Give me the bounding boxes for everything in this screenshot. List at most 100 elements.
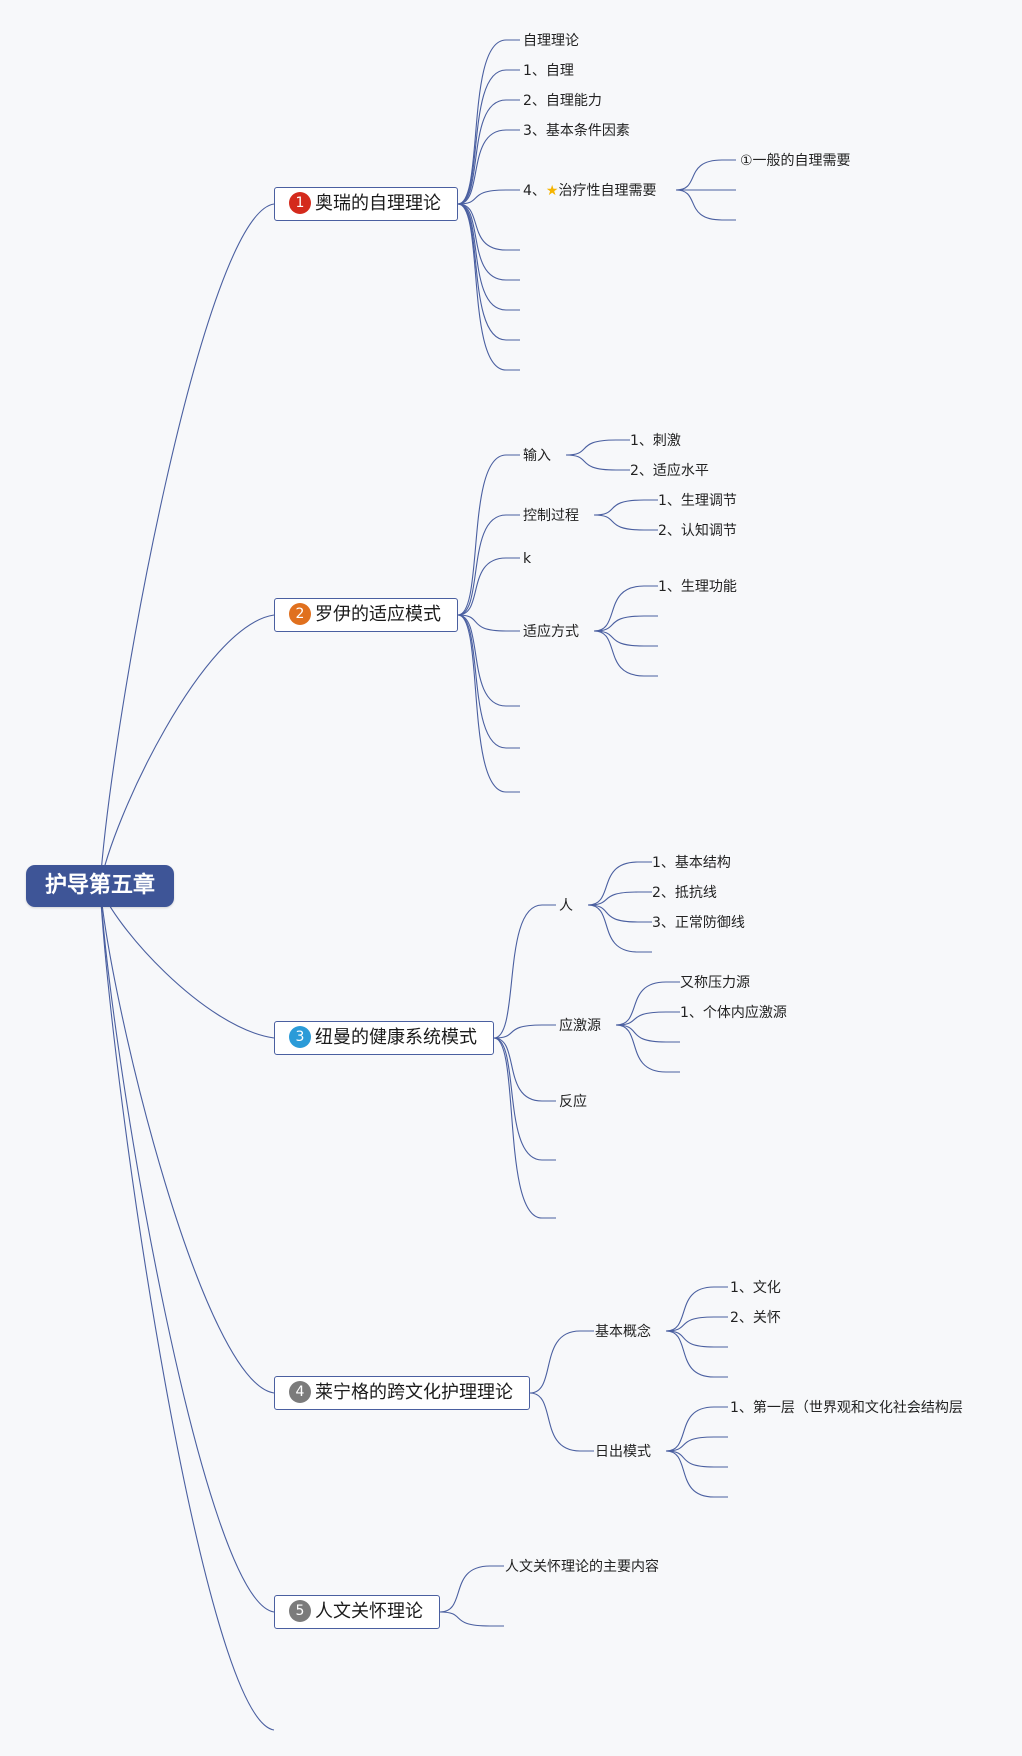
subtopic[interactable]: 自理理论 bbox=[523, 33, 579, 49]
subtopic-prefix: 4、 bbox=[523, 183, 546, 199]
subtopic[interactable]: 基本概念 bbox=[595, 1324, 651, 1340]
subtopic[interactable]: 1、第一层（世界观和文化社会结构层 bbox=[730, 1400, 963, 1416]
connector-line bbox=[457, 514, 520, 616]
subtopic[interactable]: 2、关怀 bbox=[730, 1310, 781, 1326]
subtopic[interactable]: k bbox=[523, 551, 532, 567]
topic-label: 人文关怀理论 bbox=[315, 1601, 423, 1622]
connector-line bbox=[493, 1037, 556, 1102]
connector-line bbox=[99, 885, 275, 1394]
root-topic[interactable]: 护导第五章 bbox=[26, 865, 174, 907]
subtopic[interactable]: 3、正常防御线 bbox=[652, 915, 745, 931]
connector-line bbox=[457, 614, 520, 707]
connector-line bbox=[587, 904, 652, 953]
connector-line bbox=[99, 885, 275, 1039]
topic-label: 纽曼的健康系统模式 bbox=[315, 1027, 477, 1048]
subtopic[interactable]: 应激源 bbox=[559, 1018, 601, 1034]
connector-line bbox=[593, 630, 658, 677]
topic-label: 莱宁格的跨文化护理理论 bbox=[315, 1382, 513, 1403]
star-icon: ★ bbox=[545, 183, 559, 199]
connector-line bbox=[493, 1037, 556, 1219]
connector-line bbox=[457, 203, 520, 341]
connector-line bbox=[593, 615, 658, 632]
subtopic[interactable]: 适应方式 bbox=[523, 624, 579, 640]
subtopic[interactable]: 1、文化 bbox=[730, 1280, 781, 1296]
subtopic[interactable]: 人文关怀理论的主要内容 bbox=[505, 1559, 659, 1575]
connector-line bbox=[593, 630, 658, 647]
subtopic[interactable]: 又称压力源 bbox=[680, 975, 750, 991]
connector-line bbox=[529, 1330, 594, 1394]
connector-line bbox=[587, 891, 652, 906]
connector-line bbox=[457, 614, 520, 793]
connector-line bbox=[615, 981, 680, 1026]
subtopic[interactable]: 1、个体内应激源 bbox=[680, 1005, 787, 1021]
connector-line bbox=[493, 904, 556, 1039]
connector-line bbox=[587, 904, 652, 923]
number-3-icon: 3 bbox=[289, 1026, 311, 1048]
number-4-icon: 4 bbox=[289, 1381, 311, 1403]
connector-line bbox=[665, 1330, 728, 1348]
subtopic[interactable]: 2、认知调节 bbox=[658, 523, 737, 539]
connector-line bbox=[457, 614, 520, 632]
topic-label: 奥瑞的自理理论 bbox=[315, 193, 441, 214]
connector-line bbox=[457, 454, 520, 616]
connector-line bbox=[593, 514, 658, 531]
connector-line bbox=[99, 203, 275, 887]
subtopic[interactable]: 控制过程 bbox=[523, 508, 579, 524]
connector-line bbox=[565, 454, 630, 471]
connector-line bbox=[457, 189, 520, 205]
connector-line bbox=[615, 1024, 680, 1043]
subtopic[interactable]: 3、基本条件因素 bbox=[523, 123, 630, 139]
subtopic[interactable]: 日出模式 bbox=[595, 1444, 651, 1460]
subtopic[interactable]: 1、自理 bbox=[523, 63, 574, 79]
connector-line bbox=[493, 1024, 556, 1039]
subtopic[interactable]: 人 bbox=[559, 898, 573, 914]
subtopic[interactable]: 反应 bbox=[559, 1094, 587, 1110]
connector-line bbox=[439, 1611, 504, 1627]
connector-line bbox=[565, 439, 630, 456]
connector-line bbox=[665, 1450, 728, 1498]
connector-line bbox=[99, 885, 275, 1731]
connector-line bbox=[457, 69, 520, 205]
number-5-icon: 5 bbox=[289, 1600, 311, 1622]
subtopic[interactable]: ①一般的自理需要 bbox=[740, 153, 851, 169]
subtopic[interactable]: 2、自理能力 bbox=[523, 93, 602, 109]
connector-line bbox=[99, 885, 275, 1613]
subtopic-label: 治疗性自理需要 bbox=[558, 183, 657, 199]
connector-line bbox=[615, 1011, 680, 1026]
connector-line bbox=[593, 499, 658, 516]
connector-line bbox=[665, 1316, 728, 1332]
number-2-icon: 2 bbox=[289, 603, 311, 625]
connector-line bbox=[665, 1330, 728, 1378]
connector-line bbox=[675, 189, 736, 221]
subtopic[interactable]: 1、生理调节 bbox=[658, 493, 737, 509]
connector-line bbox=[593, 585, 658, 632]
subtopic[interactable]: 输入 bbox=[523, 448, 551, 464]
connector-line bbox=[457, 614, 520, 749]
connector-line bbox=[99, 614, 275, 887]
subtopic[interactable]: 2、适应水平 bbox=[630, 463, 709, 479]
connector-line bbox=[457, 203, 520, 311]
connector-line bbox=[439, 1565, 504, 1613]
subtopic[interactable]: 1、生理功能 bbox=[658, 579, 737, 595]
subtopic[interactable]: 2、抵抗线 bbox=[652, 885, 717, 901]
connector-line bbox=[665, 1406, 728, 1452]
connector-line bbox=[457, 203, 520, 371]
connector-line bbox=[457, 203, 520, 251]
subtopic-therapeutic[interactable]: 4、★治疗性自理需要 bbox=[523, 182, 656, 200]
number-1-icon: 1 bbox=[289, 192, 311, 214]
connector-line bbox=[529, 1392, 594, 1452]
connector-line bbox=[457, 99, 520, 205]
subtopic[interactable]: 1、刺激 bbox=[630, 433, 681, 449]
connector-line bbox=[457, 203, 520, 281]
subtopic[interactable]: 1、基本结构 bbox=[652, 855, 731, 871]
connector-line bbox=[665, 1450, 728, 1468]
connector-line bbox=[457, 129, 520, 205]
connector-line bbox=[457, 39, 520, 205]
